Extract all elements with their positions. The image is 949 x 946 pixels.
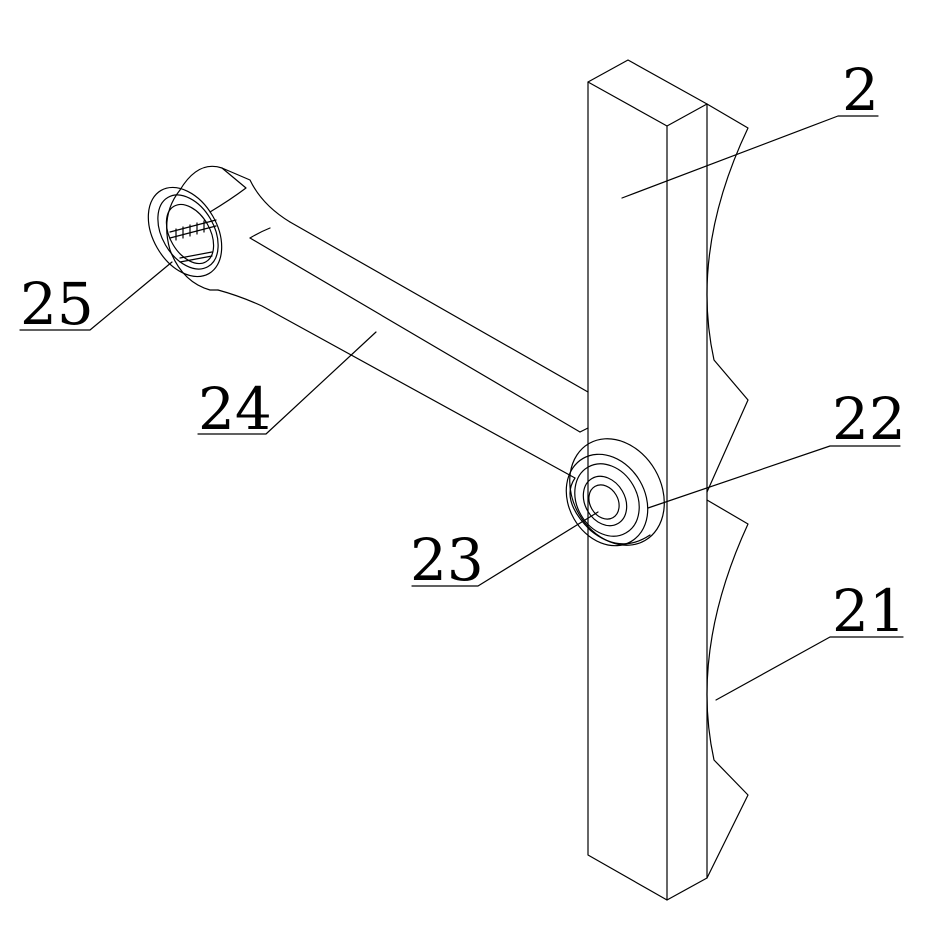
big-end-ring: [147, 186, 223, 278]
label-24: 24: [198, 375, 272, 443]
label-21: 21: [832, 577, 906, 645]
label-25: 25: [20, 270, 94, 338]
label-22: 22: [832, 385, 906, 453]
leader-lines: [19, 115, 904, 701]
vertical-bar: [587, 59, 708, 901]
label-23: 23: [410, 526, 484, 594]
toothed-rack: [706, 103, 749, 879]
label-2: 2: [842, 56, 879, 124]
connecting-arm: [166, 165, 589, 479]
small-end-bearing: [565, 438, 665, 547]
